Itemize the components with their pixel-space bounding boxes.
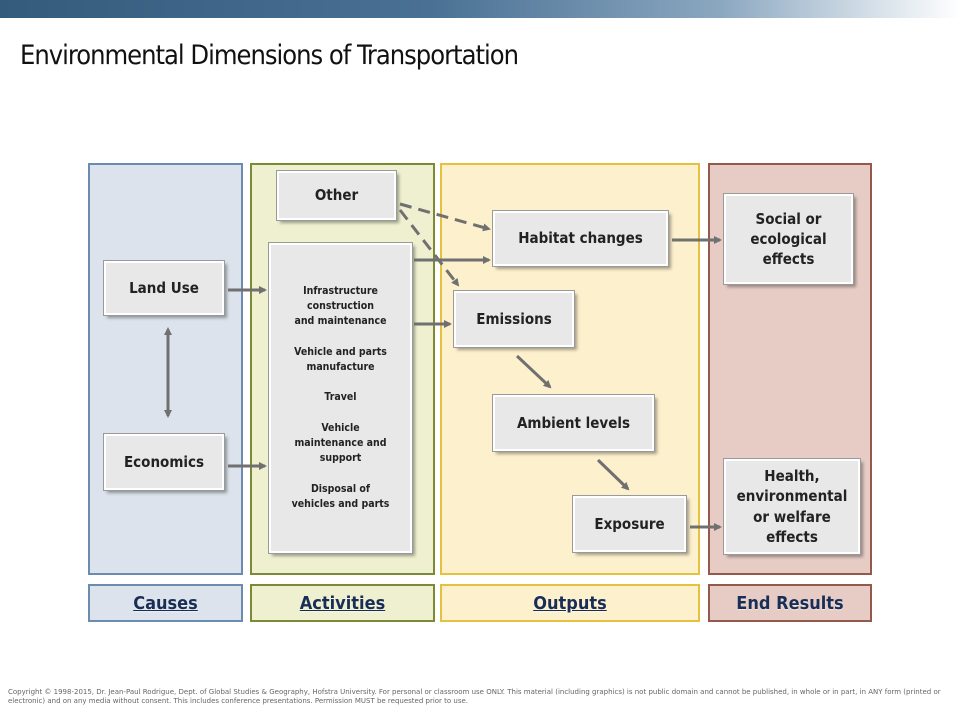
causes-column <box>88 163 243 575</box>
exposure-box: Exposure <box>572 495 687 553</box>
activities-label: Activities <box>250 584 435 622</box>
ambient-levels-box: Ambient levels <box>492 394 655 452</box>
end-results-label: End Results <box>708 584 872 622</box>
causes-label: Causes <box>88 584 243 622</box>
social-ecological-effects-box: Social or ecological effects <box>723 193 854 285</box>
top-banner <box>0 0 960 18</box>
emissions-box: Emissions <box>453 290 575 348</box>
copyright-notice: Copyright © 1998-2015, Dr. Jean-Paul Rod… <box>8 688 941 706</box>
health-welfare-effects-box: Health, environmental or welfare effects <box>723 458 861 555</box>
economics-box: Economics <box>103 433 225 491</box>
other-box: Other <box>276 170 397 221</box>
activities-list-box: Infrastructure construction and maintena… <box>268 242 413 554</box>
page-title: Environmental Dimensions of Transportati… <box>20 40 519 71</box>
land-use-box: Land Use <box>103 260 225 316</box>
habitat-changes-box: Habitat changes <box>492 210 669 267</box>
outputs-label: Outputs <box>440 584 700 622</box>
